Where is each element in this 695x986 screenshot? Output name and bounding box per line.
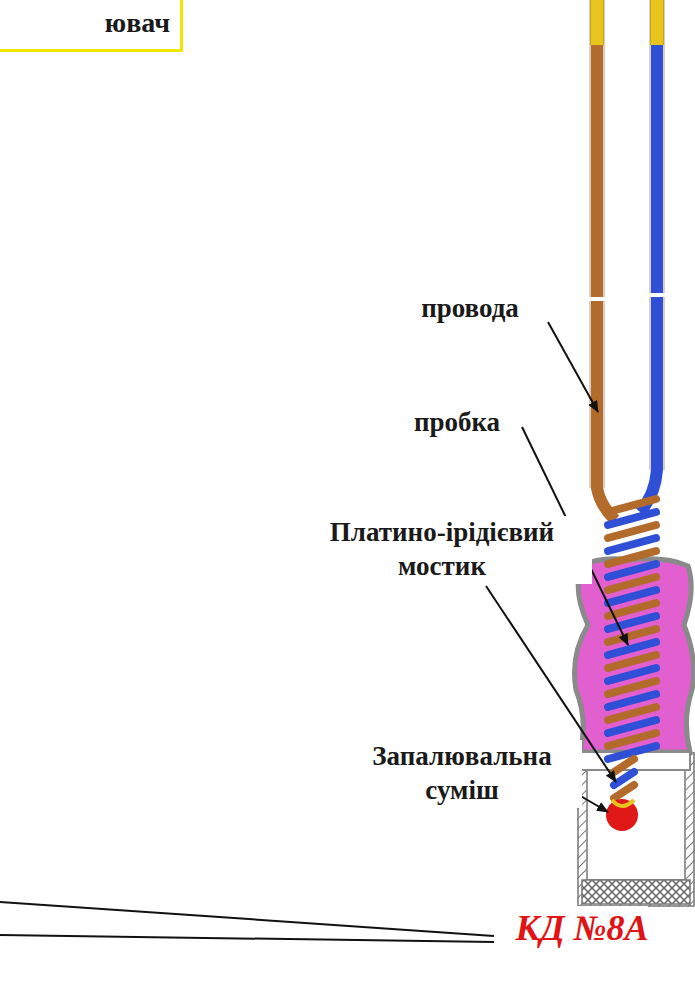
- twisted-wires: [608, 499, 656, 798]
- wire-twist-stroke: [614, 785, 634, 798]
- title-box: ювач: [0, 0, 183, 52]
- wires: [586, 0, 670, 520]
- part-label: Запалювальна суміш: [342, 740, 582, 808]
- detonator-cup: [578, 752, 694, 906]
- title-text: ювач: [105, 7, 170, 39]
- leader-lines: [0, 322, 628, 942]
- plug: [575, 559, 694, 770]
- part-label: провода: [421, 292, 519, 326]
- bridge-and-mixture: [606, 799, 638, 831]
- part-label: Платино-ірідієвий мостик: [292, 516, 592, 584]
- model-label: КД №8А: [516, 906, 649, 951]
- part-label: пробка: [414, 406, 500, 440]
